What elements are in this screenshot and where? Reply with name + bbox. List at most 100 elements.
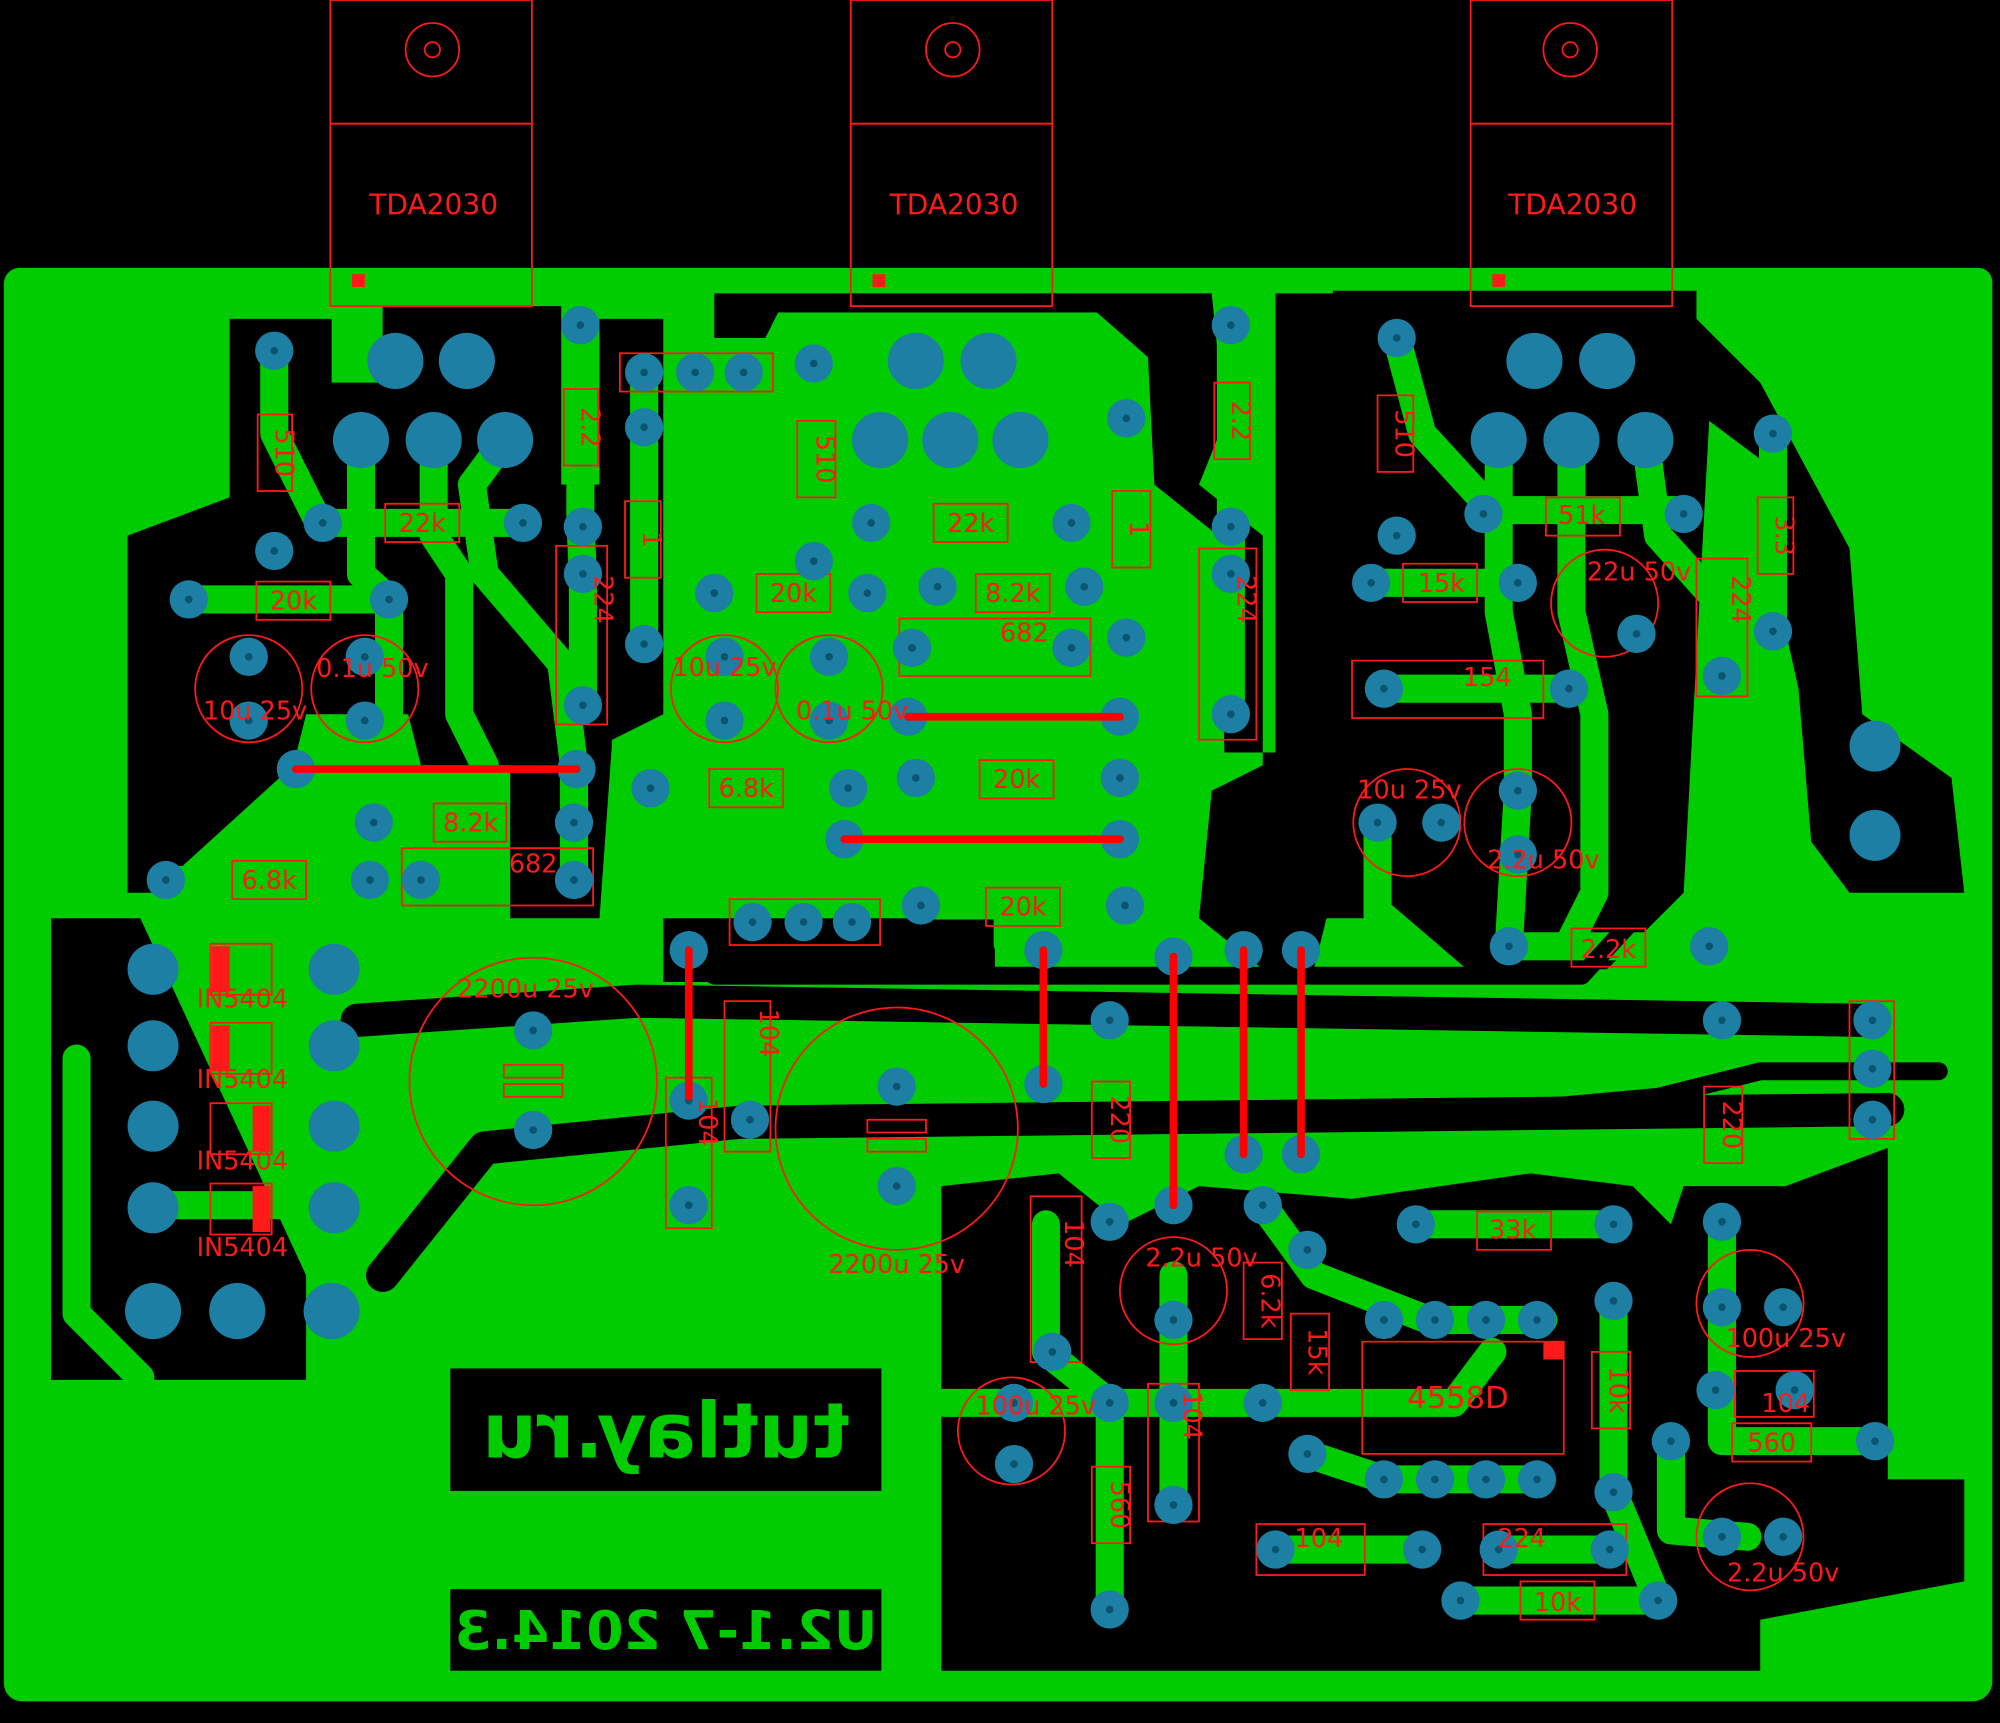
drill-hole bbox=[1367, 579, 1375, 587]
drill-hole bbox=[1718, 1217, 1726, 1226]
drill-hole bbox=[1437, 818, 1446, 827]
label-c22u50-b: 2.2u 50v bbox=[1145, 1243, 1257, 1273]
drill-hole bbox=[1456, 1596, 1465, 1605]
drill-hole bbox=[1105, 1016, 1114, 1025]
drill-hole bbox=[1494, 1545, 1503, 1554]
drill-hole bbox=[1667, 1437, 1675, 1445]
drill-hole bbox=[1380, 1475, 1388, 1484]
drill-hole bbox=[1482, 1475, 1490, 1484]
drill-hole bbox=[1411, 1220, 1420, 1229]
label-r8k2-b: 8.2k bbox=[985, 579, 1041, 609]
label-r20k-a: 20k bbox=[270, 587, 317, 617]
drill-hole bbox=[1431, 1316, 1439, 1324]
label-r8k2-a: 8.2k bbox=[443, 809, 499, 839]
label-r20k-b: 20k bbox=[770, 579, 817, 609]
drill-hole bbox=[892, 1182, 901, 1190]
drill-hole bbox=[1392, 334, 1401, 342]
label-c100u-b: 100u 25v bbox=[975, 1391, 1095, 1421]
drill-hole bbox=[640, 423, 648, 432]
label-c682-b: 682 bbox=[1000, 619, 1049, 649]
label-r51k: 51k bbox=[1558, 501, 1605, 531]
label-r22a: 2.2 bbox=[575, 407, 605, 448]
drill-hole bbox=[640, 640, 648, 648]
drill-hole bbox=[1048, 1348, 1057, 1356]
drill-hole bbox=[570, 818, 578, 827]
drill-hole bbox=[867, 519, 875, 527]
drill-hole bbox=[385, 595, 393, 604]
label-diode-3: IN5404 bbox=[197, 1146, 289, 1176]
drill-hole bbox=[1067, 644, 1076, 652]
drill-hole bbox=[579, 701, 587, 710]
drill-hole bbox=[369, 818, 378, 827]
drill-hole bbox=[1067, 519, 1076, 527]
drill-hole bbox=[270, 346, 279, 355]
drill-hole bbox=[1080, 582, 1089, 591]
label-diode-1: IN5404 bbox=[197, 985, 289, 1015]
drill-hole bbox=[1679, 510, 1688, 518]
label-r33: 3.3 bbox=[1769, 515, 1799, 556]
drill-hole bbox=[417, 876, 425, 884]
drill-hole bbox=[809, 557, 818, 565]
drill-hole bbox=[1431, 1475, 1439, 1484]
branding-site-block bbox=[450, 1368, 882, 1491]
amplifier-ic-3: TDA2030 bbox=[1469, 0, 1674, 307]
amplifier-2-label: TDA2030 bbox=[889, 188, 1019, 221]
drill-hole bbox=[720, 652, 729, 661]
drill-hole bbox=[1871, 1437, 1879, 1445]
label-c224a: 224 bbox=[587, 575, 617, 624]
drill-hole bbox=[161, 876, 170, 884]
opamp-label: 4558D bbox=[1407, 1381, 1508, 1416]
drill-hole bbox=[1105, 1605, 1114, 1614]
drill-hole bbox=[1258, 1399, 1267, 1407]
drill-hole bbox=[360, 652, 369, 661]
amplifier-1-label: TDA2030 bbox=[368, 188, 498, 221]
drill-hole bbox=[1271, 1545, 1280, 1554]
drill-hole bbox=[640, 368, 648, 377]
label-diode-4: IN5404 bbox=[197, 1233, 289, 1263]
drill-hole bbox=[933, 582, 942, 591]
label-c10u-b: 10u 25v bbox=[672, 653, 776, 683]
label-c104-a: 104 bbox=[753, 1009, 783, 1058]
drill-hole bbox=[244, 652, 253, 661]
drill-hole bbox=[1169, 1399, 1178, 1407]
drill-hole bbox=[917, 901, 925, 910]
drill-hole bbox=[1790, 1386, 1799, 1394]
drill-hole bbox=[720, 716, 729, 725]
drill-hole bbox=[1632, 630, 1641, 638]
label-c154: 154 bbox=[1463, 663, 1512, 693]
drill-hole bbox=[244, 716, 253, 725]
drill-hole bbox=[809, 359, 818, 368]
label-c22u: 22u 50v bbox=[1587, 557, 1691, 587]
label-c22u50-a: 2.2u 50v bbox=[1487, 846, 1599, 876]
label-r22k-a: 22k bbox=[399, 509, 446, 539]
drill-hole bbox=[1609, 1297, 1618, 1305]
label-c22u50-c: 2.2u 50v bbox=[1727, 1558, 1839, 1588]
label-r510c: 510 bbox=[1388, 409, 1418, 458]
drill-hole bbox=[1121, 901, 1129, 910]
drill-hole bbox=[825, 652, 833, 661]
drill-hole bbox=[579, 570, 587, 578]
drill-hole bbox=[1010, 1460, 1018, 1468]
drill-hole bbox=[1514, 850, 1522, 859]
drill-hole bbox=[1718, 1303, 1726, 1312]
branding-version-text: U2.1-7 2014.3 bbox=[454, 1599, 877, 1662]
amplifier-ic-2: TDA2030 bbox=[849, 0, 1054, 307]
drill-hole bbox=[1392, 531, 1401, 540]
drill-hole bbox=[1303, 1450, 1312, 1458]
label-r6k8-b: 6.8k bbox=[719, 774, 775, 804]
amplifier-3-label: TDA2030 bbox=[1507, 188, 1637, 221]
drill-hole bbox=[1169, 1501, 1178, 1509]
label-c01u-a: 0.1u 50v bbox=[316, 654, 428, 684]
drill-hole bbox=[848, 918, 856, 926]
label-c682-a: 682 bbox=[509, 849, 558, 879]
branding-site-text: tutlay.ru bbox=[482, 1388, 849, 1477]
drill-hole bbox=[911, 774, 920, 782]
label-main-cap-2: 2200u 25v bbox=[828, 1250, 965, 1280]
drill-hole bbox=[1609, 1220, 1618, 1229]
drill-hole bbox=[1718, 672, 1726, 680]
drill-hole bbox=[1779, 1303, 1787, 1312]
drill-hole bbox=[825, 716, 833, 725]
drill-hole bbox=[1122, 414, 1131, 423]
drill-hole bbox=[1605, 1545, 1614, 1554]
drill-hole bbox=[1514, 786, 1522, 795]
